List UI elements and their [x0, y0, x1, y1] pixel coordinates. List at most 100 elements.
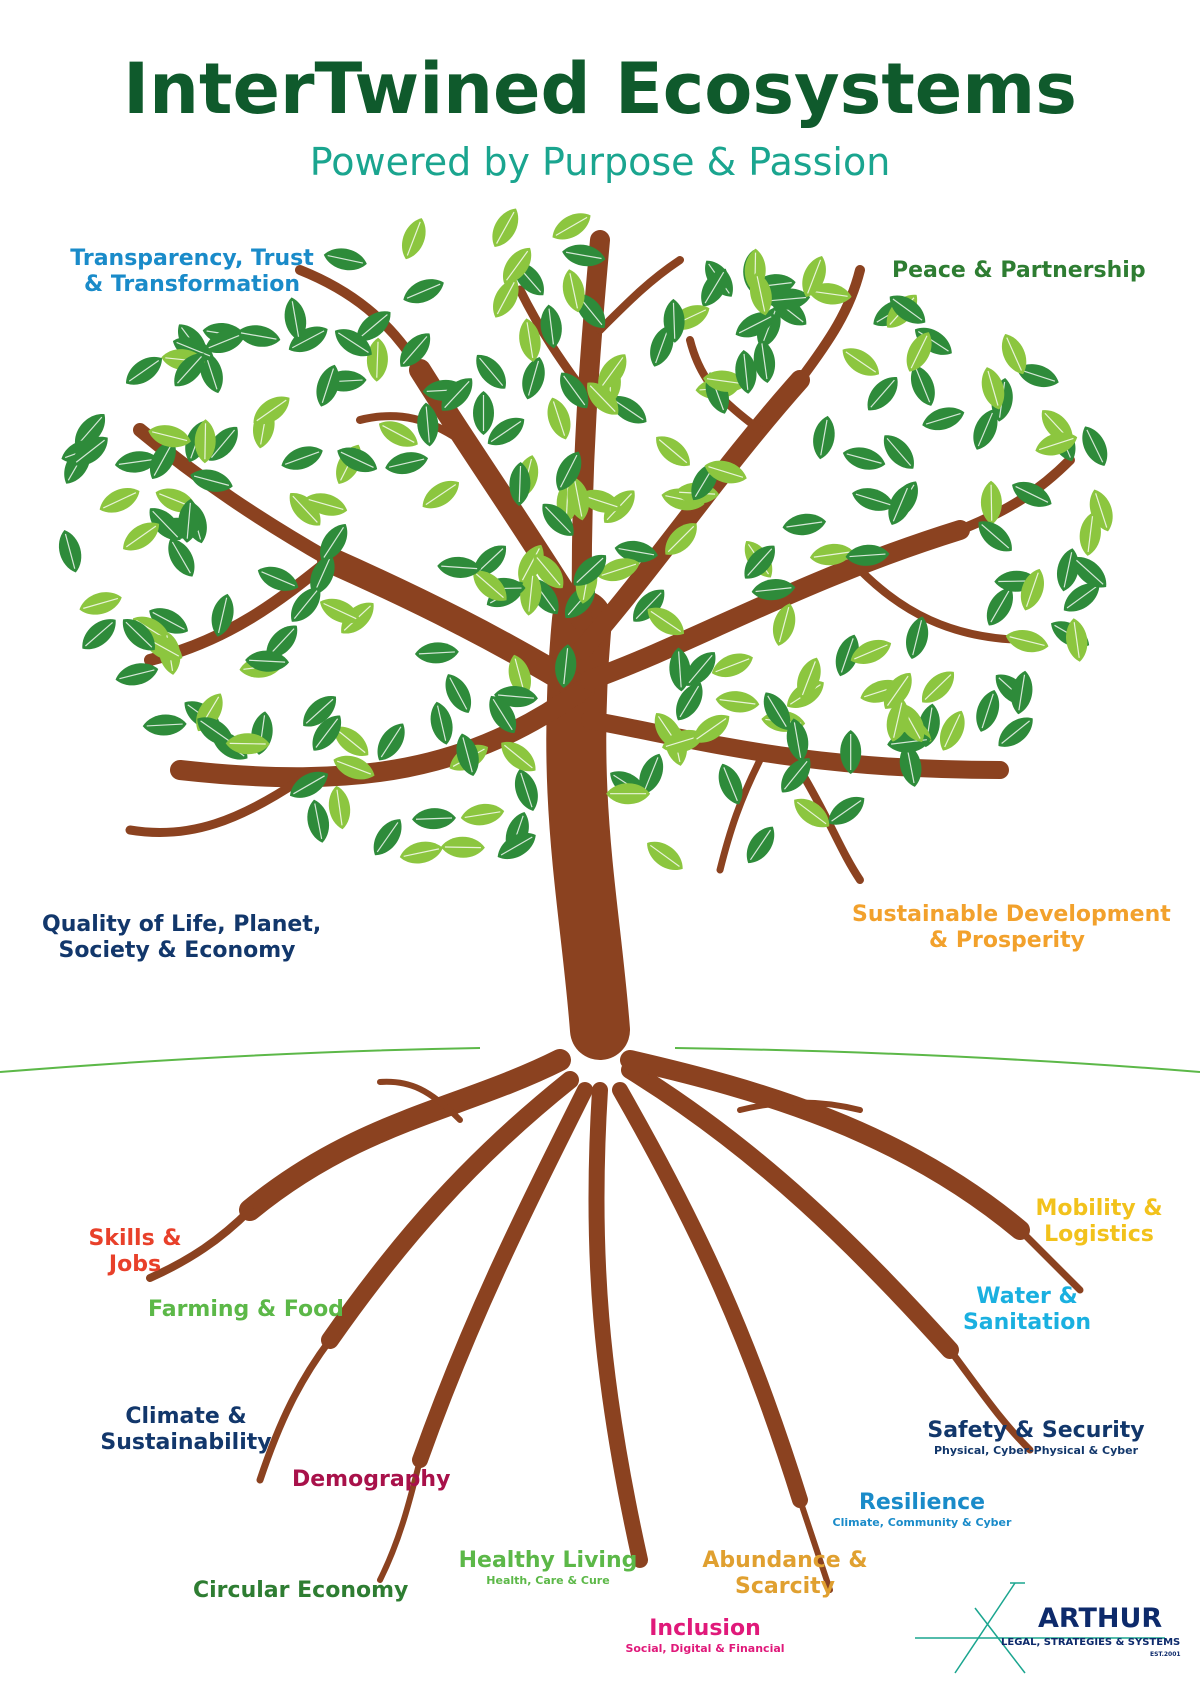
leaf-vein [719, 699, 756, 705]
leaf-vein [151, 431, 188, 442]
leaf-vein [855, 493, 891, 506]
leaf-vein [323, 526, 345, 558]
leaf-vein [1073, 622, 1080, 658]
leaf-vein [793, 722, 802, 758]
leaf-vein [441, 565, 478, 570]
leaf-vein [314, 558, 331, 592]
leaf-vein [152, 510, 179, 538]
leaf-vein [849, 553, 886, 558]
leaf-vein [208, 333, 243, 349]
leaf-vein [261, 571, 295, 587]
leaf-vein [293, 590, 318, 619]
leaf-vein [444, 846, 481, 849]
leaf-vein [336, 760, 372, 775]
label-quality-of-life: Quality of Life, Planet,Society & Econom… [42, 912, 322, 963]
arthur-logo-mark [915, 1582, 1165, 1674]
leaf-vein [679, 685, 700, 718]
leaf-vein [498, 694, 534, 699]
leaf-vein [444, 380, 470, 409]
leaf-vein [210, 429, 236, 458]
leaf-vein [845, 351, 877, 373]
leaf-vein [291, 301, 300, 337]
leaf-vein [521, 548, 540, 581]
leaf-vein [415, 817, 453, 820]
leaf-vein [1001, 720, 1030, 744]
label-abundance-scarcity: Abundance &Scarcity [702, 1548, 868, 1599]
leaf-vein [85, 621, 113, 647]
leaf-vein [321, 368, 335, 404]
leaf-vein [886, 675, 909, 706]
leaf-vein [479, 357, 504, 386]
leaf-vein [340, 451, 374, 468]
leaf-vein [449, 677, 468, 710]
leaf-vein [125, 621, 153, 648]
leaf-vein [784, 760, 808, 790]
leaf-vein [1066, 586, 1097, 609]
leaf-vein [601, 357, 624, 387]
leaf-vein [496, 282, 515, 315]
leaf-vein [925, 412, 961, 425]
leaf-vein [924, 674, 952, 701]
leaf-vein [75, 439, 105, 463]
leaf-vein [563, 648, 569, 685]
leaf-vein [915, 368, 931, 403]
leaf-vein [527, 360, 540, 396]
leaf-vein [1018, 674, 1026, 711]
leaf-vein [64, 533, 76, 569]
leaf-vein [403, 848, 440, 857]
leaf-vein [492, 698, 513, 731]
leaf-vein [229, 742, 266, 745]
leaf-vein [152, 611, 185, 630]
leaf-vein [292, 330, 325, 349]
label-safety-security: Safety & Security Physical, Cyber-Physic… [927, 1418, 1145, 1457]
leaf-vein [359, 314, 388, 339]
leaf-vein [83, 597, 119, 609]
leaf-vein [425, 484, 457, 506]
leaf-vein [840, 638, 854, 673]
leaf-vein [1076, 559, 1104, 585]
leaf-vein [402, 336, 428, 365]
leaf-vein [755, 587, 792, 593]
leaf-vein [708, 466, 744, 478]
leaf-vein [576, 557, 604, 584]
leaf-vein [256, 399, 287, 422]
leaf-vein [336, 789, 343, 826]
leaf-vein [886, 438, 912, 466]
leaf-vein [658, 439, 688, 464]
leaf-vein [738, 316, 772, 334]
leaf-vein [118, 458, 155, 465]
page-title: InterTwined Ecosystems [123, 48, 1077, 130]
leaf-vein [756, 276, 766, 312]
leaf-vein [987, 370, 999, 406]
leaf-vein [811, 290, 848, 297]
leaf-vein [504, 744, 533, 769]
leaf-vein [146, 723, 183, 727]
leaf-vein [643, 757, 659, 792]
leaf-vein [618, 547, 655, 556]
label-farming-food: Farming & Food [148, 1297, 344, 1322]
leaf-vein [1009, 636, 1045, 647]
leaf-vein [723, 767, 738, 802]
leaf-vein [807, 259, 822, 294]
leaf-vein [205, 354, 218, 390]
leaf-vein [249, 659, 286, 663]
leaf-vein [103, 492, 137, 509]
leaf-vein [462, 737, 473, 773]
leaf-vein [506, 250, 529, 281]
ground-line-right [674, 1047, 1200, 1073]
label-healthy-living: Healthy Living Health, Care & Cure [458, 1548, 638, 1587]
leaf-vein [193, 475, 230, 486]
label-water-sanitation: Water &Sanitation [962, 1284, 1092, 1335]
leaf-vein [649, 844, 680, 867]
leaf-vein [376, 822, 399, 853]
leaf-vein [906, 747, 915, 784]
leaf-vein [171, 541, 191, 574]
leaf-vein [77, 416, 103, 445]
leaf-vein [526, 322, 534, 358]
leaf-vein [475, 573, 504, 599]
leaf-vein [388, 458, 425, 468]
leaf-vein [1086, 429, 1104, 463]
leaf-vein [870, 379, 895, 408]
label-circular-economy: Circular Economy [193, 1578, 409, 1603]
leaf-vein [650, 610, 682, 632]
